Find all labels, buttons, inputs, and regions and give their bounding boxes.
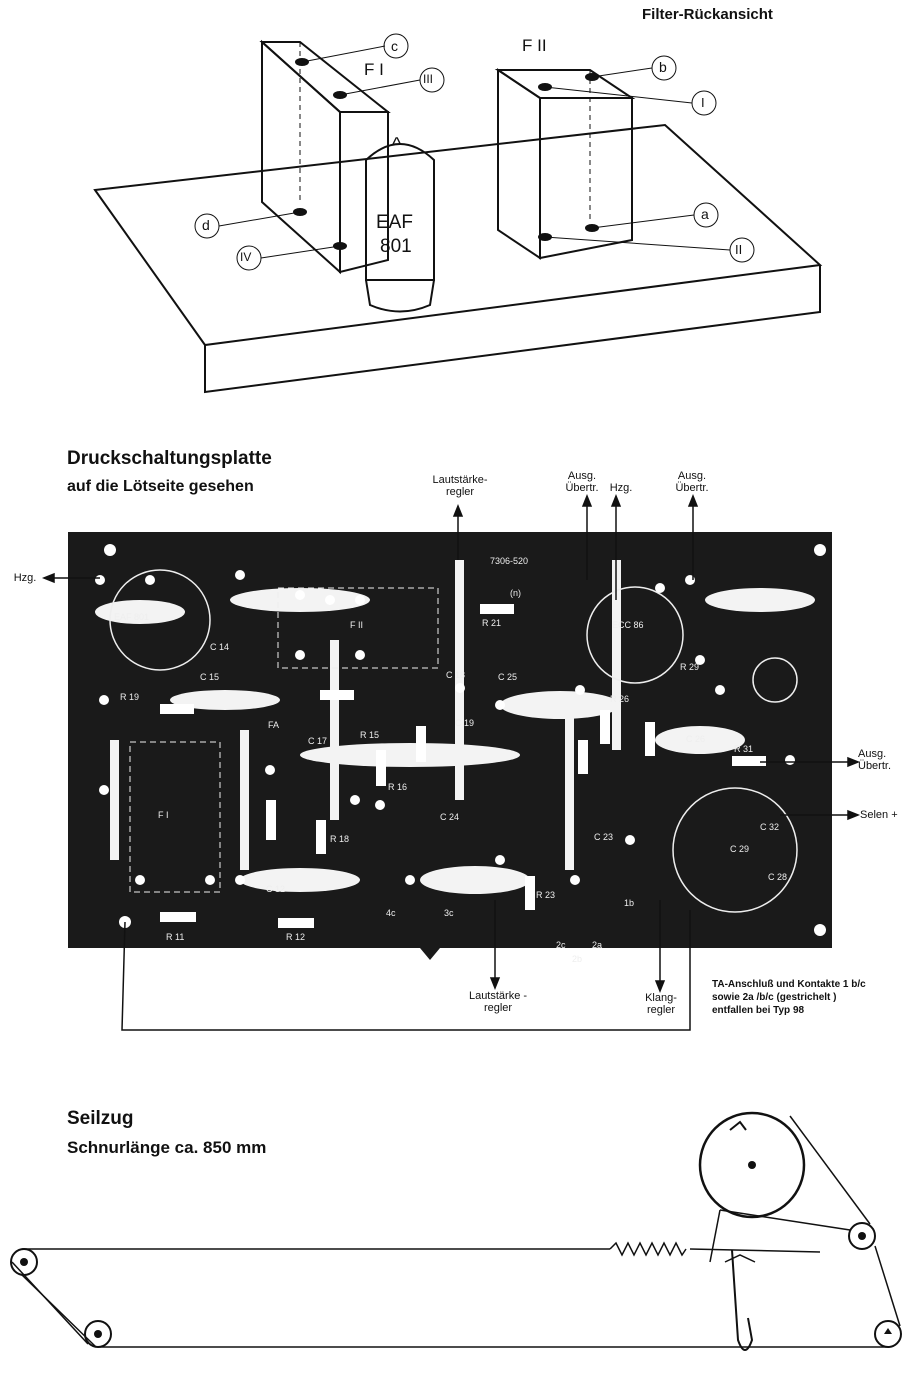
pcb-component-label: R 11 bbox=[166, 932, 184, 942]
pcb-component-label: 1b bbox=[624, 898, 634, 908]
chassis-plate bbox=[93, 123, 823, 394]
filter-markers bbox=[194, 33, 755, 271]
label-hzg-left: Hzg. bbox=[13, 572, 37, 584]
pcb-component-label: C 12 bbox=[266, 884, 285, 894]
pcb-component-label: 3c bbox=[444, 908, 454, 918]
pcb-board-mark: (n) bbox=[510, 588, 521, 598]
marker-a-circle bbox=[693, 202, 719, 228]
tube-eaf801 bbox=[365, 143, 435, 313]
label-klang: Klang- regler bbox=[645, 992, 677, 1016]
pcb-component-label: C 18 bbox=[446, 670, 465, 680]
pcb-component-label: R 15 bbox=[360, 730, 379, 740]
pcb-component-label: R 29 bbox=[680, 662, 699, 672]
pcb-component-label: 2a bbox=[592, 940, 602, 950]
pcb-component-label: C 15 bbox=[200, 672, 219, 682]
pcb-subtitle: auf die Lötseite gesehen bbox=[67, 478, 254, 495]
pcb-note: TA-Anschluß und Kontakte 1 b/c sowie 2a … bbox=[712, 979, 866, 1016]
pcb-component-label: 2c bbox=[556, 940, 566, 950]
pcb-component-label: R 21 bbox=[482, 618, 501, 628]
pcb-leaders bbox=[41, 493, 861, 1031]
marker-d: d bbox=[202, 217, 210, 233]
pcb-component-label: C 32 bbox=[760, 822, 779, 832]
pcb-component-label: C 25 bbox=[498, 672, 517, 682]
pcb-component-label: C 17 bbox=[308, 736, 327, 746]
label-lautstaerke-bottom: Lautstärke - regler bbox=[468, 990, 528, 1014]
pcb-component-label: C 29 bbox=[730, 844, 749, 854]
pcb-title: Druckschaltungsplatte bbox=[67, 448, 272, 469]
pcb-component-label: R 19 bbox=[120, 692, 139, 702]
label-lautstaerke-top: Lautstärke- regler bbox=[432, 474, 488, 498]
label-selen: Selen + bbox=[860, 809, 898, 821]
pcb-component-label: C 19 bbox=[455, 718, 474, 728]
pcb-component-label: C 23 bbox=[594, 832, 613, 842]
pcb-component-label: C 26 bbox=[686, 734, 705, 744]
pcb-component-label: F II bbox=[350, 620, 363, 630]
seilzug-subtitle: Schnurlänge ca. 850 mm bbox=[67, 1138, 267, 1157]
pcb-component-label: C 24 bbox=[440, 812, 459, 822]
seilzug-title: Seilzug bbox=[67, 1108, 134, 1129]
filter-title: Filter-Rückansicht bbox=[642, 6, 773, 23]
tube-label-line2: 801 bbox=[380, 236, 412, 257]
marker-i: I bbox=[701, 95, 705, 110]
marker-ii: II bbox=[735, 242, 743, 257]
pcb-component-labels: C 14 C 15 R 19 FA C 17 R 15 R 16 C 18 C 19 C 25 R … bbox=[114, 612, 787, 964]
label-hzg-top: Hzg. bbox=[609, 482, 633, 494]
pcb-component-label: EAF 801 bbox=[114, 612, 149, 622]
filter-f1-label: F I bbox=[364, 60, 384, 79]
marker-a: a bbox=[701, 206, 709, 222]
pcb-component-label: R 26 bbox=[610, 694, 629, 704]
pcb-component-label: 4c bbox=[386, 908, 396, 918]
tube-mark: ^ bbox=[392, 134, 402, 156]
pcb-component-label: R 23 bbox=[536, 890, 555, 900]
pcb-component-label: R 16 bbox=[388, 782, 407, 792]
tube-label-line1: EAF bbox=[376, 212, 413, 233]
label-ausg-uebertr-2: Ausg. Übertr. bbox=[675, 470, 709, 494]
pcb-component-label: FA bbox=[268, 720, 279, 730]
pcb-component-label: R 18 bbox=[330, 834, 349, 844]
marker-ii-circle bbox=[729, 237, 755, 263]
marker-b: b bbox=[659, 59, 667, 75]
pcb-component-label: R 12 bbox=[286, 932, 305, 942]
pcb-component-label: 2b bbox=[572, 954, 582, 964]
seilzug-drawing bbox=[10, 1111, 902, 1351]
marker-d-circle bbox=[194, 213, 220, 239]
filter-f2-can bbox=[494, 68, 636, 260]
pcb-component-label: ECC 86 bbox=[612, 620, 644, 630]
marker-iv-circle bbox=[236, 245, 262, 271]
marker-c-circle bbox=[383, 33, 409, 59]
label-ausg-uebertr-1: Ausg. Übertr. bbox=[565, 470, 599, 494]
marker-iii-circle bbox=[419, 67, 445, 93]
pcb-component-label: R 31 bbox=[734, 744, 753, 754]
pcb-component-label: C 14 bbox=[210, 642, 229, 652]
pcb-component-label: F I bbox=[158, 810, 169, 820]
marker-iv: IV bbox=[240, 250, 252, 264]
pcb-component-label: C 28 bbox=[768, 872, 787, 882]
marker-c: c bbox=[391, 38, 398, 54]
pcb-board-number: 7306-520 bbox=[490, 556, 528, 566]
label-ausg-uebertr-right: Ausg. Übertr. bbox=[858, 748, 892, 772]
marker-b-circle bbox=[651, 55, 677, 81]
filter-f2-label: F II bbox=[522, 36, 547, 55]
marker-iii: III bbox=[423, 72, 434, 86]
pcb-board: C 14 C 15 R 19 FA C 17 R 15 R 16 C 18 C 19 C 25 R … bbox=[68, 532, 832, 964]
filter-f1-can bbox=[259, 39, 391, 275]
marker-i-circle bbox=[691, 90, 717, 116]
